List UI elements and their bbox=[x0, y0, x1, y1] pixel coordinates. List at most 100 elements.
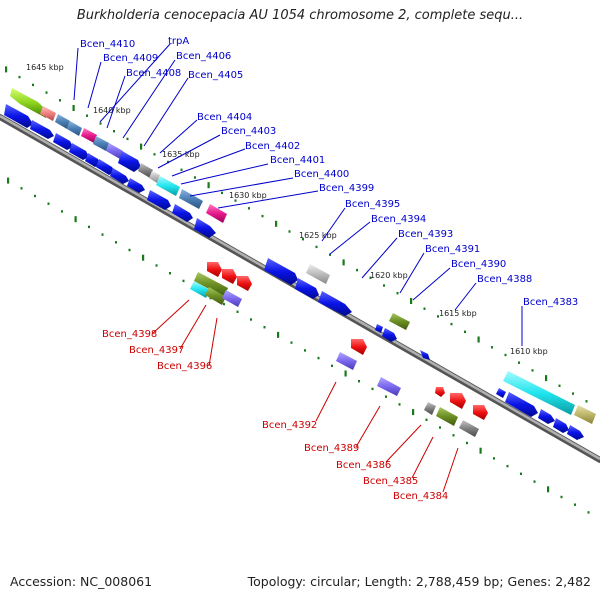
gene-label[interactable]: Bcen_4385 bbox=[363, 476, 418, 487]
gene-label[interactable]: Bcen_4409 bbox=[103, 53, 158, 64]
tick-mark bbox=[167, 160, 169, 164]
gene-arrow[interactable] bbox=[179, 189, 203, 209]
tick-mark bbox=[221, 191, 223, 195]
gene-label[interactable]: Bcen_4388 bbox=[477, 274, 532, 285]
gene-arrow[interactable] bbox=[53, 133, 73, 150]
gene-arrow[interactable] bbox=[450, 393, 466, 409]
gene-label[interactable]: Bcen_4396 bbox=[157, 361, 212, 372]
tick-mark bbox=[72, 105, 75, 111]
gene-arrow[interactable] bbox=[295, 278, 319, 299]
gene-arrow[interactable] bbox=[503, 371, 575, 415]
gene-arrow[interactable] bbox=[110, 168, 129, 184]
gene-label[interactable]: Bcen_4397 bbox=[129, 345, 184, 356]
gene-arrow[interactable] bbox=[459, 420, 479, 437]
gene-arrow[interactable] bbox=[436, 407, 458, 426]
gene-arrow[interactable] bbox=[194, 272, 228, 297]
tick-mark bbox=[504, 353, 507, 357]
gene-arrow[interactable] bbox=[10, 88, 48, 118]
gene-label[interactable]: Bcen_4404 bbox=[197, 112, 252, 123]
gene-label[interactable]: Bcen_4389 bbox=[304, 443, 359, 454]
gene-arrow[interactable] bbox=[85, 153, 100, 167]
gene-label[interactable]: Bcen_4410 bbox=[80, 39, 135, 50]
gene-arrow[interactable] bbox=[156, 176, 180, 196]
gene-label[interactable]: Bcen_4399 bbox=[319, 183, 374, 194]
gene-arrow[interactable] bbox=[190, 281, 210, 298]
gene-arrow[interactable] bbox=[96, 159, 115, 175]
gene-arrow[interactable] bbox=[389, 313, 410, 330]
gene-label[interactable]: Bcen_4400 bbox=[294, 169, 349, 180]
gene-label[interactable]: Bcen_4395 bbox=[345, 199, 400, 210]
gene-arrow[interactable] bbox=[81, 128, 97, 143]
gene-arrow[interactable] bbox=[40, 106, 56, 121]
gene-arrow[interactable] bbox=[382, 328, 397, 342]
gene-arrow[interactable] bbox=[147, 190, 171, 210]
gene-arrow[interactable] bbox=[30, 120, 54, 139]
gene-label[interactable]: Bcen_4392 bbox=[262, 420, 317, 431]
tick-mark bbox=[155, 264, 158, 267]
gene-arrow[interactable] bbox=[473, 405, 488, 420]
gene-arrow[interactable] bbox=[538, 409, 555, 424]
gene-arrow[interactable] bbox=[138, 163, 153, 178]
gene-arrow[interactable] bbox=[318, 291, 352, 316]
gene-arrow[interactable] bbox=[420, 350, 430, 360]
tick-mark bbox=[506, 464, 509, 468]
gene-arrow[interactable] bbox=[205, 287, 226, 305]
gene-arrow[interactable] bbox=[574, 405, 596, 424]
gene-arrow[interactable] bbox=[67, 121, 82, 136]
tick-mark bbox=[371, 387, 374, 391]
gene-arrow[interactable] bbox=[375, 324, 383, 333]
gene-arrow[interactable] bbox=[222, 290, 242, 307]
tick-mark bbox=[383, 284, 385, 287]
gene-arrow[interactable] bbox=[149, 171, 160, 183]
gene-label[interactable]: Bcen_4402 bbox=[245, 141, 300, 152]
gene-arrow[interactable] bbox=[496, 388, 506, 398]
gene-label[interactable]: Bcen_4405 bbox=[188, 70, 243, 81]
tick-mark bbox=[520, 472, 522, 475]
tick-mark bbox=[412, 409, 415, 416]
gene-label[interactable]: Bcen_4384 bbox=[393, 491, 448, 502]
tick-mark bbox=[128, 248, 131, 252]
gene-arrow[interactable] bbox=[222, 269, 237, 284]
gene-label[interactable]: Bcen_4406 bbox=[176, 51, 231, 62]
gene-arrow[interactable] bbox=[206, 204, 227, 223]
gene-arrow[interactable] bbox=[264, 258, 298, 285]
gene-arrow[interactable] bbox=[4, 104, 33, 128]
tick-mark bbox=[140, 143, 143, 150]
gene-label[interactable]: Bcen_4386 bbox=[336, 460, 391, 471]
gene-arrow[interactable] bbox=[424, 402, 436, 415]
gene-arrow[interactable] bbox=[93, 136, 109, 151]
gene-label[interactable]: Bcen_4401 bbox=[270, 155, 325, 166]
gene-label[interactable]: Bcen_4403 bbox=[221, 126, 276, 137]
kbp-label: 1630 kbp bbox=[229, 191, 267, 200]
gene-arrow[interactable] bbox=[55, 114, 70, 129]
gene-arrow[interactable] bbox=[237, 276, 252, 291]
tick-mark bbox=[396, 292, 399, 295]
gene-label[interactable]: Bcen_4383 bbox=[523, 297, 578, 308]
tick-mark bbox=[342, 259, 345, 266]
tick-mark bbox=[115, 241, 117, 244]
gene-arrow[interactable] bbox=[127, 178, 145, 193]
tick-mark bbox=[290, 341, 293, 344]
gene-arrow[interactable] bbox=[106, 143, 123, 159]
gene-label[interactable]: Bcen_4391 bbox=[425, 244, 480, 255]
gene-arrow[interactable] bbox=[553, 418, 569, 433]
gene-arrow[interactable] bbox=[435, 387, 445, 397]
gene-arrow[interactable] bbox=[172, 204, 193, 222]
gene-arrow[interactable] bbox=[118, 151, 141, 172]
gene-arrow[interactable] bbox=[567, 425, 584, 440]
gene-label[interactable]: Bcen_4393 bbox=[398, 229, 453, 240]
tick-mark bbox=[223, 302, 225, 306]
gene-arrow[interactable] bbox=[377, 377, 401, 396]
gene-label[interactable]: Bcen_4398 bbox=[102, 329, 157, 340]
gene-label[interactable]: trpA bbox=[168, 36, 189, 47]
gene-arrow[interactable] bbox=[207, 262, 222, 277]
gene-arrow[interactable] bbox=[306, 264, 330, 284]
gene-arrow[interactable] bbox=[194, 218, 216, 238]
gene-arrow[interactable] bbox=[69, 143, 89, 160]
gene-arrow[interactable] bbox=[351, 339, 367, 355]
gene-label[interactable]: Bcen_4408 bbox=[126, 68, 181, 79]
gene-arrow[interactable] bbox=[336, 352, 357, 370]
gene-label[interactable]: Bcen_4394 bbox=[371, 214, 426, 225]
gene-arrow[interactable] bbox=[505, 392, 538, 417]
gene-label[interactable]: Bcen_4390 bbox=[451, 259, 506, 270]
